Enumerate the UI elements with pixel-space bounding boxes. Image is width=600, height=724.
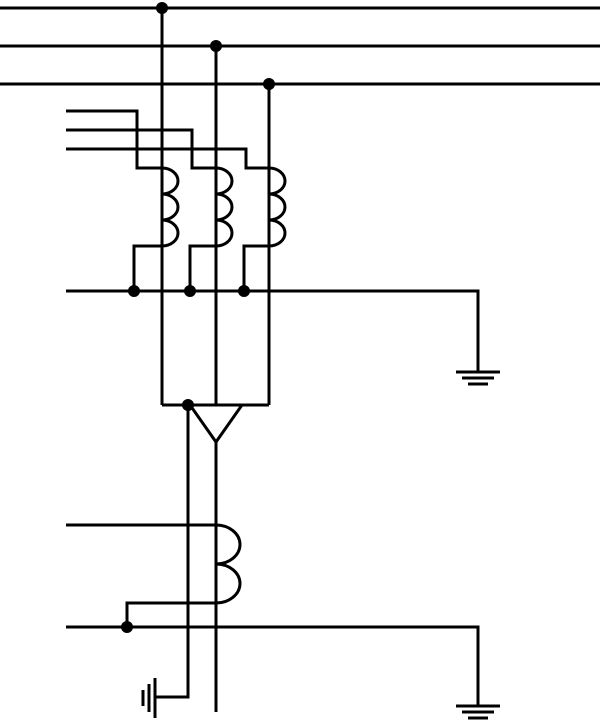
coil-phase-3 <box>268 166 287 248</box>
lower-line <box>66 625 480 706</box>
return-3 <box>242 244 269 291</box>
lower-conductors <box>155 405 218 712</box>
junction-dot-2 <box>184 285 196 297</box>
ground-icon <box>141 678 157 718</box>
coil-returns <box>132 244 269 291</box>
lower-junction-dot <box>121 621 133 633</box>
lower-coil-return <box>125 601 216 627</box>
upper-common-line <box>66 285 480 372</box>
upper-secondary-leads <box>66 109 269 170</box>
return-2 <box>188 244 216 291</box>
coil-phase-1 <box>161 166 180 248</box>
residual-conductor <box>155 405 190 699</box>
coil-phase-2 <box>215 166 234 248</box>
lower-common-line <box>66 621 480 706</box>
ground-icon <box>456 370 500 386</box>
lead-3 <box>66 147 269 170</box>
upper-ct-coils <box>161 166 287 248</box>
three-phase-bus <box>0 2 600 90</box>
ground-icon <box>456 704 500 720</box>
lead-1 <box>66 109 162 170</box>
junction-dot-3 <box>238 285 250 297</box>
return-1 <box>132 244 162 291</box>
wye-point <box>182 399 245 445</box>
lower-coil <box>215 523 242 605</box>
lower-ct <box>66 523 242 627</box>
phase-conductors <box>160 8 271 407</box>
wye-triangle <box>187 403 245 445</box>
common-line <box>66 289 480 372</box>
junction-dot-1 <box>128 285 140 297</box>
